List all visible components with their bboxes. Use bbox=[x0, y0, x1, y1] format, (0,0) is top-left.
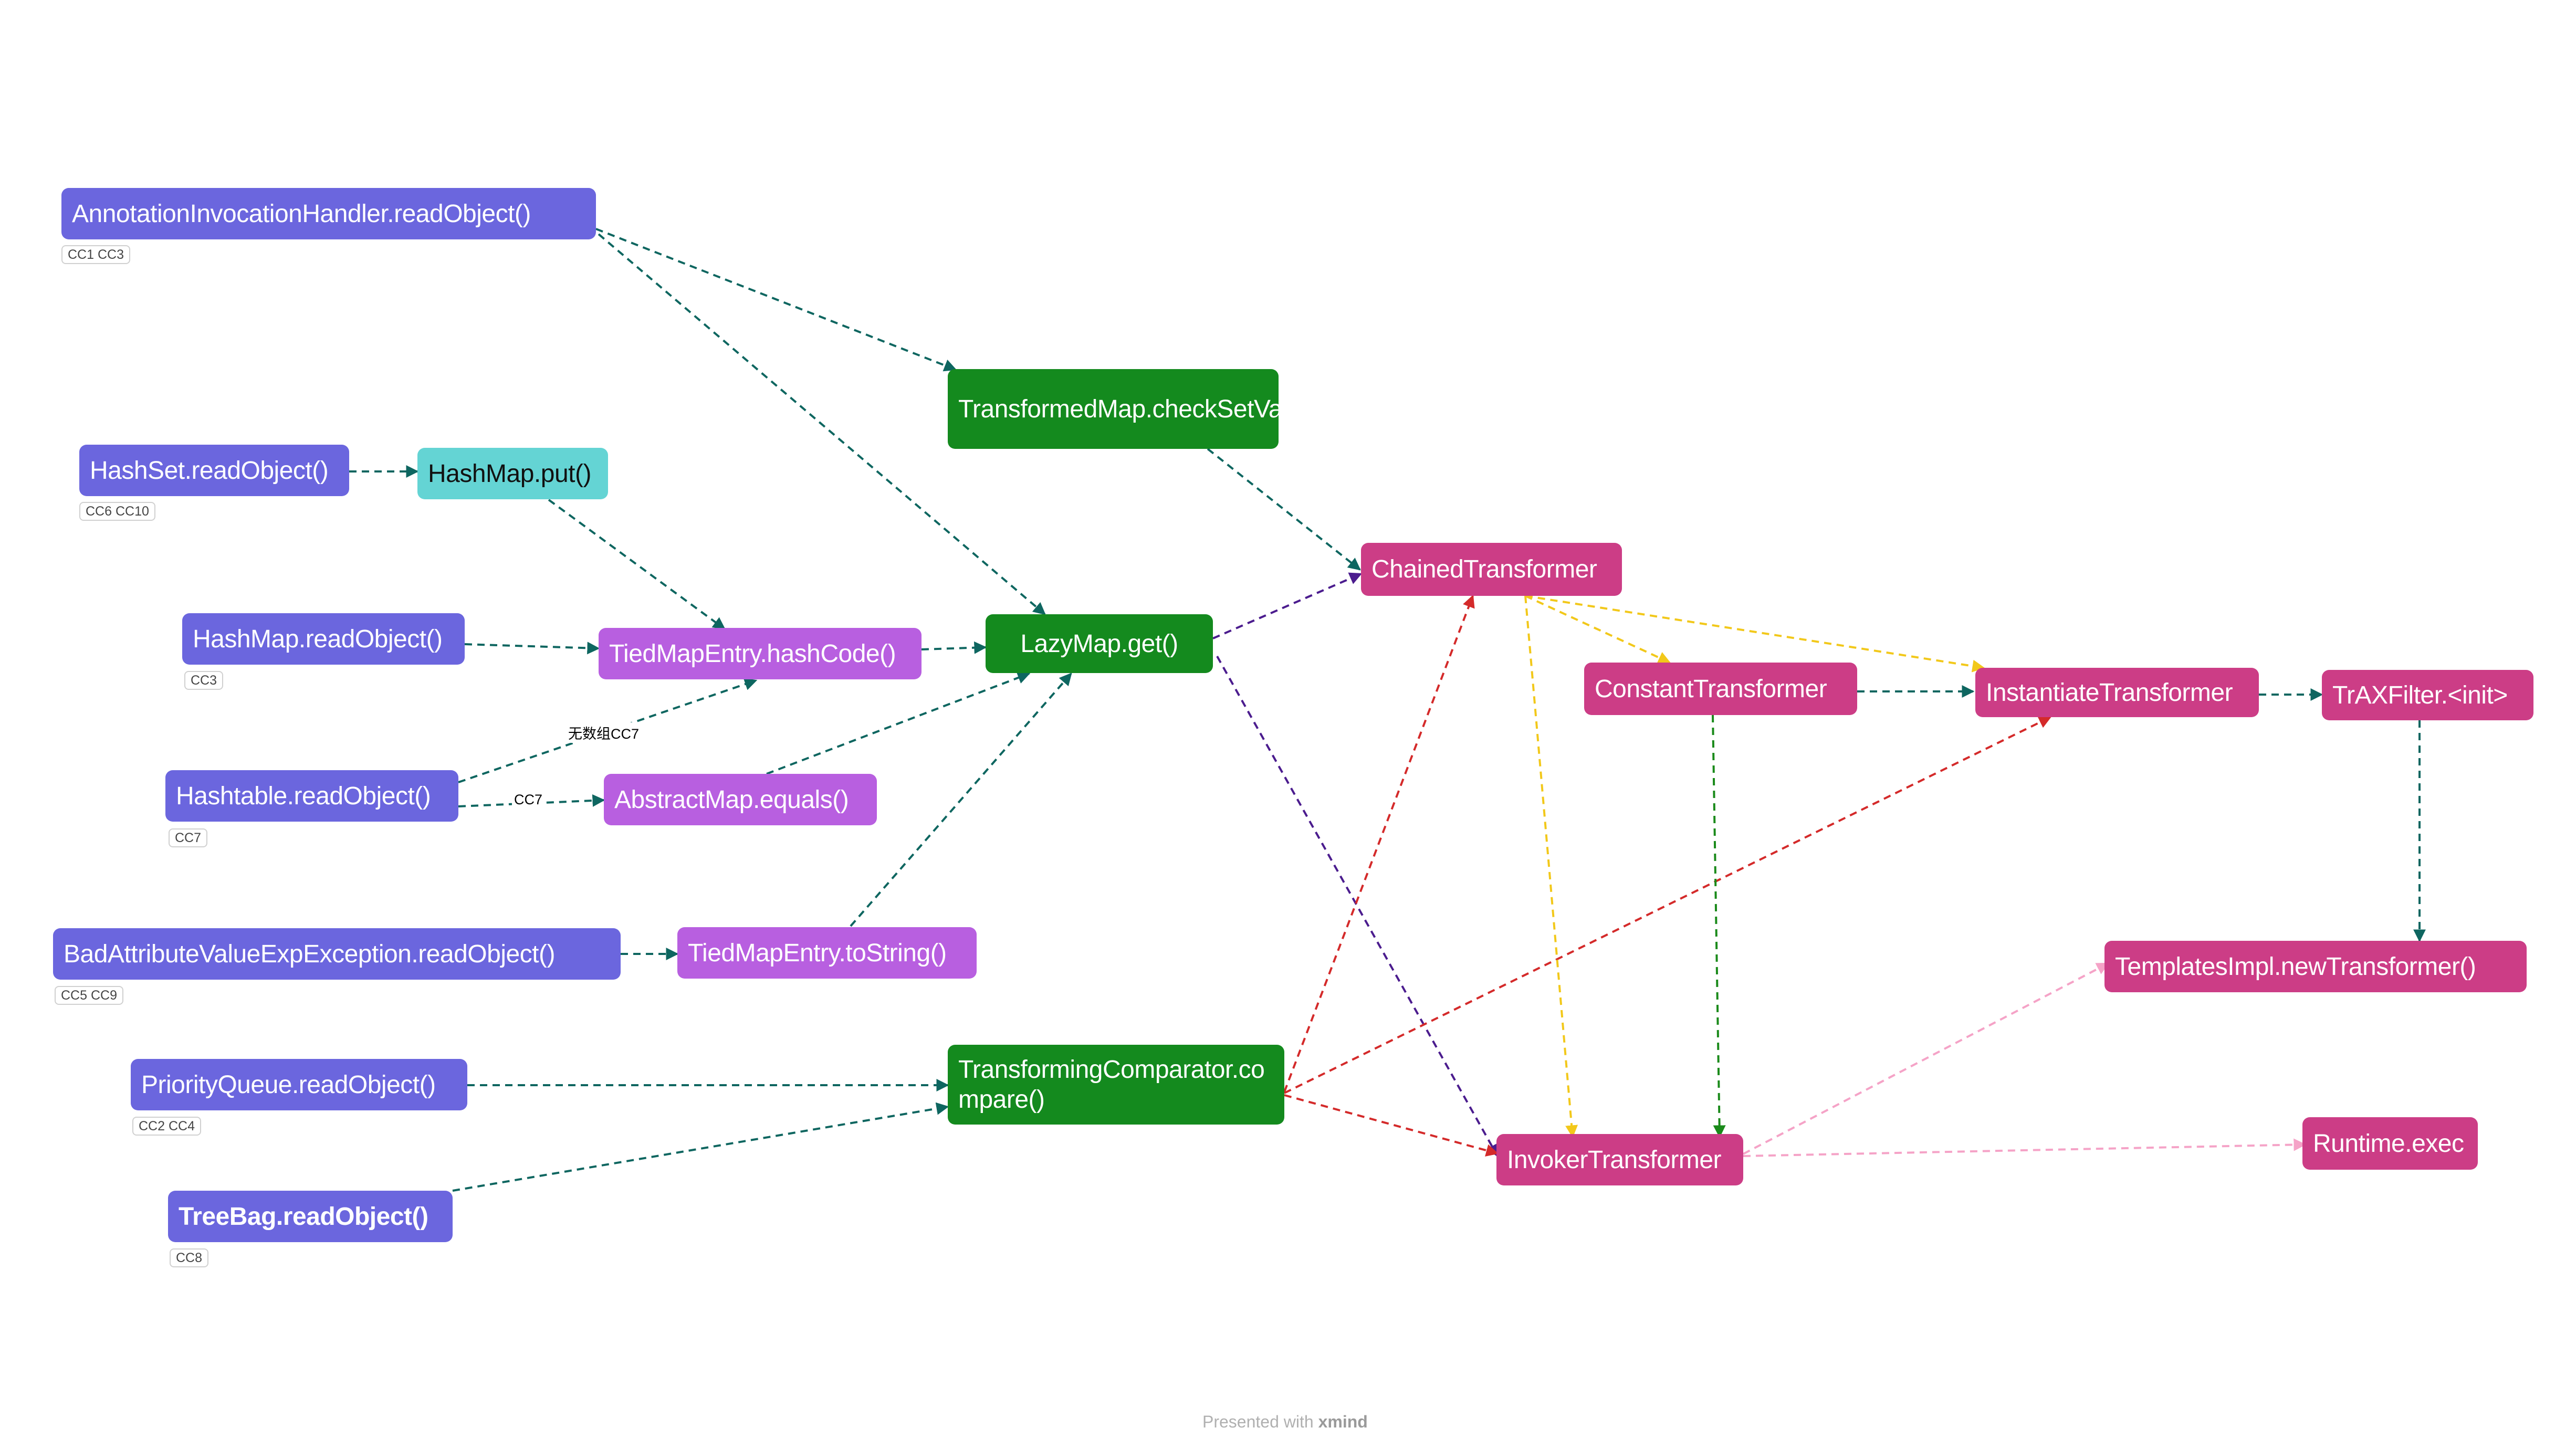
node-transformedmap-checksetvalue[interactable]: TransformedMap.checkSetValue() bbox=[948, 369, 1332, 449]
edge-lazymap-to-invoker bbox=[1216, 656, 1499, 1158]
node-tiedmapentry-tostring[interactable]: TiedMapEntry.toString() bbox=[677, 927, 977, 979]
node-label: HashMap.readObject() bbox=[193, 625, 443, 653]
node-runtime-exec[interactable]: Runtime.exec bbox=[2302, 1117, 2478, 1170]
tag-treebag: CC8 bbox=[170, 1248, 209, 1267]
node-label: Runtime.exec bbox=[2313, 1129, 2464, 1158]
node-label: TemplatesImpl.newTransformer() bbox=[2115, 952, 2476, 981]
node-label: PriorityQueue.readObject() bbox=[141, 1070, 436, 1099]
node-traxfilter-init[interactable]: TrAXFilter.<init> bbox=[2322, 670, 2533, 720]
edge-comparator-to-invoker bbox=[1284, 1094, 1499, 1157]
edge-comparator-to-instantiate bbox=[1284, 716, 2052, 1094]
node-label: HashMap.put() bbox=[428, 459, 591, 488]
node-label: AbstractMap.equals() bbox=[614, 785, 849, 814]
edge-comparator-to-chained bbox=[1283, 594, 1475, 1093]
node-invokertransformer[interactable]: InvokerTransformer bbox=[1496, 1134, 1743, 1185]
node-label: TreeBag.readObject() bbox=[179, 1202, 428, 1231]
node-hashmap-put[interactable]: HashMap.put() bbox=[417, 448, 608, 499]
presented-with-footer: Presented with xmind bbox=[1202, 1412, 1368, 1432]
edge-chained-to-instantiate bbox=[1525, 595, 1985, 673]
node-label: AnnotationInvocationHandler.readObject() bbox=[72, 200, 531, 228]
node-chainedtransformer[interactable]: ChainedTransformer bbox=[1361, 543, 1622, 596]
edge-annotation-to-checkset bbox=[595, 228, 957, 372]
node-treebag-readobject[interactable]: TreeBag.readObject() bbox=[168, 1191, 453, 1242]
node-label: TiedMapEntry.hashCode() bbox=[609, 639, 896, 668]
edge-label-cc7: CC7 bbox=[512, 792, 545, 808]
node-priorityqueue-readobject[interactable]: PriorityQueue.readObject() bbox=[131, 1059, 467, 1110]
node-label: ConstantTransformer bbox=[1595, 675, 1827, 703]
node-abstractmap-equals[interactable]: AbstractMap.equals() bbox=[604, 774, 877, 825]
edge-chained-to-invoker bbox=[1524, 595, 1578, 1138]
node-label: TrAXFilter.<init> bbox=[2332, 681, 2508, 709]
node-label: BadAttributeValueExpException.readObject… bbox=[64, 940, 555, 968]
edge-hashmapread-to-tiedhashcode bbox=[464, 642, 600, 655]
tag-hashtable: CC7 bbox=[169, 828, 208, 847]
edge-checkset-to-chained bbox=[1207, 448, 1361, 571]
tag-hashset: CC6 CC10 bbox=[79, 502, 155, 521]
xmind-brand: xmind bbox=[1318, 1412, 1368, 1431]
node-hashset-readobject[interactable]: HashSet.readObject() bbox=[79, 445, 349, 496]
edge-lazymap-to-chained bbox=[1212, 572, 1363, 639]
node-label: InvokerTransformer bbox=[1507, 1146, 1722, 1174]
tag-annotation-handler: CC1 CC3 bbox=[61, 245, 130, 264]
edge-annotation-to-lazymap bbox=[598, 233, 1046, 615]
edge-invoker-to-runtime bbox=[1743, 1138, 2307, 1157]
node-badattribute-readobject[interactable]: BadAttributeValueExpException.readObject… bbox=[53, 928, 621, 980]
tag-priorityqueue: CC2 CC4 bbox=[132, 1117, 201, 1136]
node-tiedmapentry-hashcode[interactable]: TiedMapEntry.hashCode() bbox=[599, 628, 922, 679]
edge-constant-to-invoker bbox=[1712, 715, 1726, 1138]
node-hashtable-readobject[interactable]: Hashtable.readObject() bbox=[165, 770, 458, 822]
node-label: TiedMapEntry.toString() bbox=[688, 939, 947, 967]
node-label: HashSet.readObject() bbox=[90, 456, 329, 485]
node-constanttransformer[interactable]: ConstantTransformer bbox=[1584, 663, 1857, 715]
edge-label-no-array-cc7: 无数组CC7 bbox=[566, 722, 642, 743]
node-lazymap-get[interactable]: LazyMap.get() bbox=[986, 614, 1213, 673]
edge-hashmapput-to-tiedhashcode bbox=[548, 499, 726, 630]
footer-prefix: Presented with bbox=[1202, 1412, 1314, 1431]
node-label: LazyMap.get() bbox=[1020, 629, 1178, 658]
node-label: Hashtable.readObject() bbox=[176, 782, 431, 810]
edge-abstractmap-to-lazymap bbox=[766, 671, 1031, 775]
node-instantiatetransformer[interactable]: InstantiateTransformer bbox=[1975, 668, 2259, 717]
node-label: TransformingComparator.compare() bbox=[958, 1056, 1265, 1114]
edge-tiedtostring-to-lazymap bbox=[850, 673, 1072, 927]
node-label: TransformedMap.checkSetValue() bbox=[958, 395, 1332, 423]
tag-badattribute: CC5 CC9 bbox=[55, 986, 123, 1005]
edge-chained-to-constant bbox=[1525, 595, 1671, 664]
node-label: ChainedTransformer bbox=[1371, 555, 1597, 583]
edge-tiedhashcode-to-lazymap bbox=[921, 641, 987, 654]
tag-hashmap: CC3 bbox=[184, 671, 224, 690]
node-annotation-invocation-handler[interactable]: AnnotationInvocationHandler.readObject() bbox=[61, 188, 596, 239]
edge-invoker-to-templatesimpl bbox=[1743, 962, 2110, 1155]
node-hashmap-readobject[interactable]: HashMap.readObject() bbox=[182, 613, 465, 665]
node-templatesimpl-newtransformer[interactable]: TemplatesImpl.newTransformer() bbox=[2104, 941, 2527, 992]
node-transformingcomparator-compare[interactable]: TransformingComparator.compare() bbox=[948, 1045, 1284, 1125]
node-label: InstantiateTransformer bbox=[1986, 678, 2233, 707]
edge-treebag-to-comparator bbox=[452, 1102, 949, 1192]
